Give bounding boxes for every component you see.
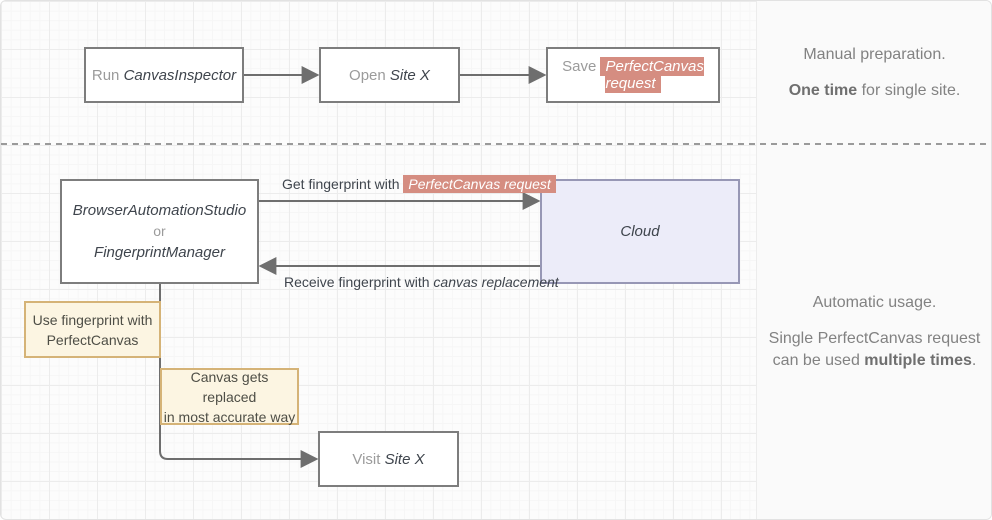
panel-line: Automatic usage. bbox=[812, 294, 937, 311]
app-name-secondary: FingerprintManager bbox=[94, 244, 225, 261]
node-run-canvasinspector: Run CanvasInspector bbox=[84, 47, 244, 103]
node-open-site-x: Open Site X bbox=[319, 47, 460, 103]
cloud-label: Cloud bbox=[620, 223, 660, 240]
panel-line: Manual preparation. bbox=[803, 46, 946, 63]
note-line: Use fingerprint with bbox=[32, 311, 153, 328]
note-use-fingerprint: Use fingerprint with PerfectCanvas bbox=[24, 301, 161, 358]
node-label: Visit Site X bbox=[352, 451, 424, 468]
panel-line: Single PerfectCanvas request can be used… bbox=[756, 328, 991, 372]
note-canvas-replaced: Canvas gets replaced in most accurate wa… bbox=[160, 368, 299, 425]
dashed-section-divider bbox=[1, 143, 991, 145]
multiple-times-bold: multiple times bbox=[864, 352, 972, 369]
perfectcanvas-request-highlight: PerfectCanvas request bbox=[600, 57, 704, 93]
panel-line: can be used multiple times. bbox=[772, 352, 977, 369]
edge-text: Receive fingerprint with bbox=[284, 274, 434, 290]
action-word: Visit bbox=[352, 450, 385, 468]
panel-manual-preparation: Manual preparation. One time for single … bbox=[756, 44, 991, 102]
node-browser-automation-studio: BrowserAutomationStudio or FingerprintMa… bbox=[60, 179, 259, 284]
side-panel bbox=[756, 1, 991, 519]
node-label: Open Site X bbox=[349, 67, 430, 84]
one-time-bold: One time bbox=[788, 82, 858, 99]
site-name: Site X bbox=[384, 450, 425, 468]
canvas-replacement-emphasis: canvas replacement bbox=[433, 274, 559, 290]
node-save-perfectcanvas-request: Save PerfectCanvas request bbox=[546, 47, 720, 103]
node-cloud: Cloud bbox=[540, 179, 740, 284]
tool-name: CanvasInspector bbox=[123, 66, 237, 84]
edge-label-receive-fingerprint: Receive fingerprint with canvas replacem… bbox=[284, 274, 559, 290]
action-word: Save bbox=[562, 58, 601, 75]
action-word: Run bbox=[91, 66, 124, 84]
perfectcanvas-request-highlight: PerfectCanvas request bbox=[403, 175, 556, 193]
panel-line: One time for single site. bbox=[788, 82, 961, 99]
node-visit-site-x: Visit Site X bbox=[318, 431, 459, 487]
app-name-primary: BrowserAutomationStudio bbox=[72, 202, 247, 219]
note-line: in most accurate way bbox=[163, 408, 296, 425]
note-line: Canvas gets replaced bbox=[190, 368, 269, 405]
panel-automatic-usage: Automatic usage. Single PerfectCanvas re… bbox=[756, 292, 991, 372]
action-word: Open bbox=[349, 66, 390, 84]
node-label: Save PerfectCanvas request bbox=[548, 57, 718, 93]
site-name: Site X bbox=[389, 66, 430, 84]
edge-text: Get fingerprint with bbox=[282, 176, 404, 192]
or-connector: or bbox=[153, 223, 166, 239]
note-line: PerfectCanvas bbox=[46, 331, 139, 348]
node-label: Run CanvasInspector bbox=[92, 67, 236, 84]
edge-label-get-fingerprint: Get fingerprint with PerfectCanvas reque… bbox=[282, 175, 556, 193]
panel-line: Single PerfectCanvas request bbox=[768, 330, 981, 347]
